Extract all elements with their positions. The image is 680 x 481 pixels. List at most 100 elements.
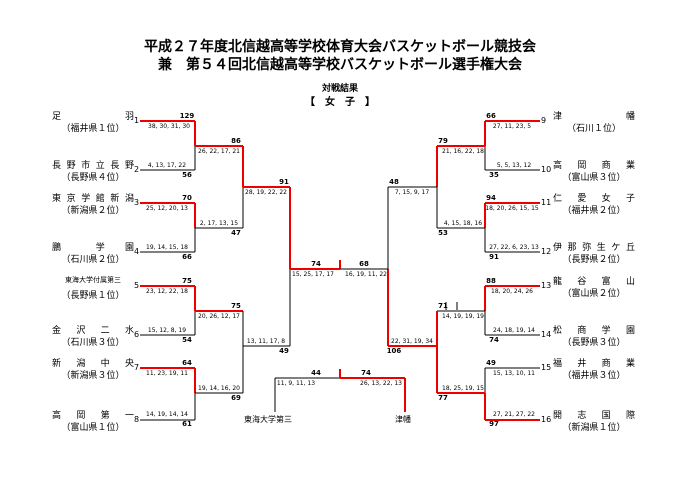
team-left-1: 足 羽（福井県１位） [52,112,134,134]
final-quarters-right: 16, 19, 11, 22 [345,271,387,278]
results-label: 対戦結果 [321,84,358,94]
seed-5: 5 [134,281,140,290]
score-total: 64 [182,359,192,367]
team-left-8: 高 岡 第 一（富山県１位） [52,411,134,433]
score-total: 47 [231,229,241,237]
score-quarters: 22, 31, 19, 34 [391,338,433,345]
score-quarters: 7, 15, 9, 17 [394,189,430,196]
score-total: 56 [182,171,192,179]
seed-9: 9 [541,116,547,125]
final-quarters-left: 15, 25, 17, 17 [292,271,334,278]
team-left-2: 長野市立長野（長野県４位） [52,161,134,183]
score-total: 91 [489,253,499,261]
team-left-5: 東海大学付属第三（長野県１位） [61,276,125,301]
seed-10: 10 [541,165,552,174]
team-right-9: 津 幡（石川１位） [553,112,635,134]
score-quarters: 13, 11, 17, 8 [246,338,286,345]
score-quarters: 18, 20, 26, 15, 15 [485,205,539,212]
score-total: 106 [386,347,402,355]
score-quarters: 25, 12, 20, 13 [146,205,188,212]
seed-11: 11 [541,198,552,207]
score-quarters: 19, 14, 15, 18 [146,244,188,251]
score-quarters: 15, 12, 8, 19 [147,327,187,334]
seed-13: 13 [541,281,552,290]
score-quarters: 28, 19, 22, 22 [245,189,287,196]
third-team-left: 東海大学第三 [244,415,292,424]
score-quarters: 2, 17, 13, 15 [199,220,239,227]
score-total: 53 [438,229,448,237]
team-left-4: 鵬 学 園（石川県２位） [52,243,134,265]
score-total: 71 [438,302,448,310]
score-quarters: 4, 15, 18, 16 [443,220,483,227]
score-total: 49 [486,359,496,367]
score-total: 77 [438,394,448,402]
score-quarters: 11, 23, 19, 11 [146,370,188,377]
seed-14: 14 [541,330,552,339]
final-score-left: 74 [311,260,321,268]
score-total: 54 [182,336,192,344]
score-total: 70 [182,194,192,202]
score-total: 35 [489,171,499,179]
score-quarters: 26, 22, 17, 21 [198,148,240,155]
score-quarters: 5, 5, 13, 12 [496,162,532,169]
score-quarters: 38, 30, 31, 30 [148,123,190,130]
team-right-10: 高 岡 商 業（富山県３位） [553,161,635,183]
team-right-12: 伊那弥生ケ丘（長野県２位） [553,243,635,265]
score-quarters: 24, 18, 19, 14 [493,327,535,334]
score-quarters: 15, 13, 10, 11 [493,370,535,377]
seed-2: 2 [134,165,140,174]
team-right-13: 龍 谷 富 山（富山県２位） [553,277,635,299]
score-total: 48 [389,178,399,186]
team-right-11: 仁 愛 女 子（福井県２位） [553,194,635,216]
score-total: 66 [486,112,496,120]
seed-1: 1 [134,116,140,125]
score-total: 61 [182,420,192,428]
team-left-7: 新 潟 中 央（新潟県３位） [52,359,134,381]
score-total: 69 [231,394,241,402]
seed-4: 4 [134,247,140,256]
seed-8: 8 [134,415,140,424]
third-team-right: 津幡 [395,415,411,424]
page-title: 平成２７年度北信越高等学校体育大会バスケットボール競技会 [144,39,536,55]
score-total: 75 [182,277,192,285]
score-quarters: 27, 11, 23, 5 [492,123,532,130]
page-subtitle: 兼 第５４回北信越高等学校バスケットボール選手権大会 [158,57,522,73]
third-quarters-right: 26, 13, 22, 13 [360,380,402,387]
team-right-14: 松 商 学 園（長野県３位） [553,326,635,348]
seed-15: 15 [541,363,552,372]
final-score-right: 68 [359,260,369,268]
third-quarters-left: 11, 9, 11, 13 [276,380,316,387]
score-quarters: 4, 13, 17, 22 [147,162,187,169]
score-quarters: 21, 16, 22, 18 [442,148,484,155]
score-total: 94 [486,194,496,202]
team-left-3: 東京学館新潟（新潟県２位） [52,194,134,216]
score-total: 88 [486,277,496,285]
score-quarters: 27, 22, 6, 23, 13 [489,244,539,251]
seed-16: 16 [541,415,552,424]
score-total: 86 [231,137,241,145]
score-quarters: 23, 12, 22, 18 [146,288,188,295]
score-total: 49 [279,347,289,355]
score-quarters: 20, 26, 12, 17 [198,313,240,320]
category-label: 【 女 子 】 [305,97,375,108]
score-total: 129 [179,112,195,120]
score-quarters: 27, 21, 27, 22 [493,411,535,418]
seed-3: 3 [134,198,140,207]
seed-12: 12 [541,247,552,256]
seed-6: 6 [134,330,140,339]
score-total: 97 [489,420,499,428]
score-quarters: 18, 25, 19, 15 [442,385,484,392]
seed-7: 7 [134,363,140,372]
score-total: 91 [279,178,289,186]
score-quarters: 18, 20, 24, 26 [491,288,533,295]
score-quarters: 19, 14, 16, 20 [198,385,240,392]
third-score-right: 74 [361,369,371,377]
score-quarters: 14, 19, 19, 19 [442,313,484,320]
score-total: 74 [489,336,499,344]
score-total: 66 [182,253,192,261]
team-right-15: 福 井 商 業（福井県３位） [553,359,635,381]
score-quarters: 14, 19, 14, 14 [146,411,188,418]
team-right-16: 開 志 国 際（新潟県１位） [553,411,635,433]
score-total: 79 [438,137,448,145]
